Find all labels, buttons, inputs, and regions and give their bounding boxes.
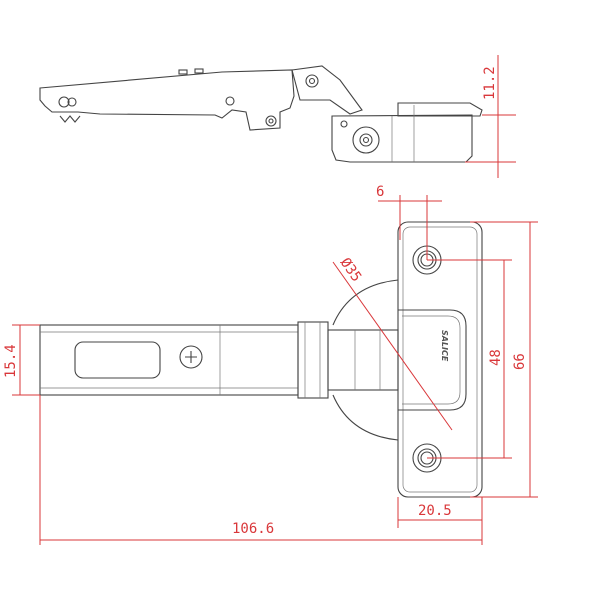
dim-20-5-label: 20.5 bbox=[418, 503, 452, 519]
dim-48-label: 48 bbox=[488, 349, 504, 366]
dim-66-label: 66 bbox=[512, 353, 528, 370]
brand-mark: SALICE bbox=[440, 330, 449, 362]
dim-cup-diameter-label: Ø35 bbox=[337, 255, 365, 285]
dimension-side-height: 11.2 bbox=[465, 55, 516, 178]
dimensions-plan: 6 Ø35 48 66 15.4 20.5 106.6 bbox=[3, 184, 538, 545]
hinge-plan-view: SALICE bbox=[39, 221, 483, 498]
hinge-side-view bbox=[39, 65, 483, 163]
dim-15-4-label: 15.4 bbox=[3, 344, 19, 378]
dim-11-2-label: 11.2 bbox=[482, 66, 498, 100]
dim-6-label: 6 bbox=[376, 184, 384, 200]
dim-106-6-label: 106.6 bbox=[232, 521, 274, 537]
